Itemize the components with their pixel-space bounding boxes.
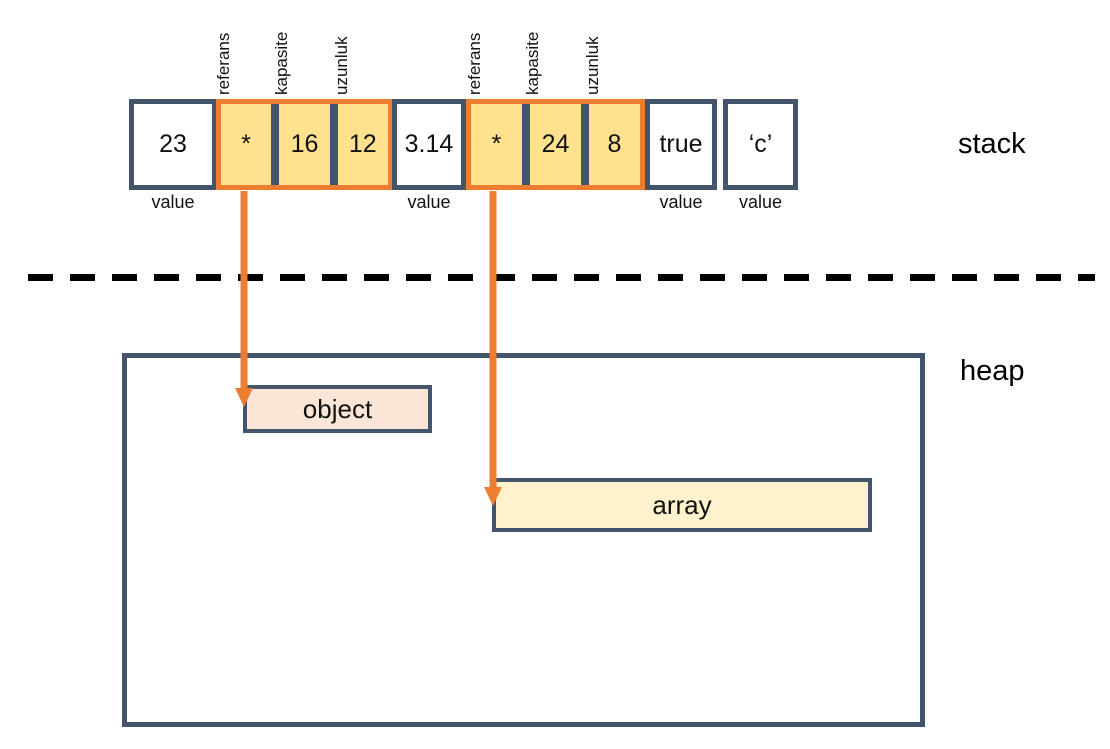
struct-field-referans: *: [221, 104, 272, 185]
heap-array-box: array: [492, 478, 872, 532]
struct-field-kapasite: 16: [279, 104, 330, 185]
field-label-uzunluk: uzunluk: [583, 36, 602, 95]
field-label-referans: referans: [465, 32, 484, 95]
stack-cell-bool: true: [645, 99, 717, 190]
value-caption: value: [738, 192, 783, 212]
struct-field-uzunluk: 8: [589, 104, 640, 185]
stack-region-label: stack: [958, 128, 1026, 160]
stack-struct-array-pointer: * 24 8: [466, 99, 645, 190]
stack-cell-char: ‘c’: [723, 99, 798, 190]
struct-field-kapasite: 24: [530, 104, 581, 185]
heap-region-label: heap: [960, 355, 1025, 387]
stack-cell-int: 23: [129, 99, 217, 190]
value-caption: value: [407, 192, 451, 212]
value-caption: value: [151, 192, 195, 212]
struct-field-referans: *: [471, 104, 522, 185]
field-label-kapasite: kapasite: [272, 31, 291, 95]
field-label-uzunluk: uzunluk: [332, 36, 351, 95]
struct-field-uzunluk: 12: [337, 104, 388, 185]
stack-struct-object-pointer: * 16 12: [216, 99, 393, 190]
field-label-kapasite: kapasite: [523, 31, 542, 95]
stack-cell-float: 3.14: [392, 99, 466, 190]
field-label-referans: referans: [214, 32, 233, 95]
value-caption: value: [659, 192, 703, 212]
heap-object-box: object: [243, 385, 432, 433]
stack-heap-divider: [28, 274, 1095, 281]
